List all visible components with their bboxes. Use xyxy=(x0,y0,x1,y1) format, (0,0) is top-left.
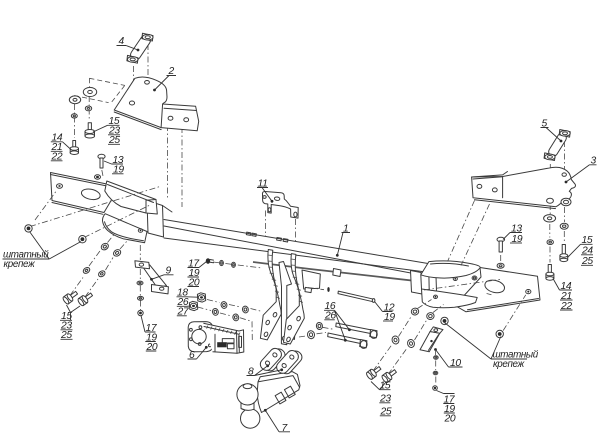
svg-text:26: 26 xyxy=(324,311,336,322)
svg-text:23: 23 xyxy=(108,126,120,137)
svg-text:штатный: штатный xyxy=(3,250,49,261)
svg-text:6: 6 xyxy=(189,350,195,361)
svg-text:27: 27 xyxy=(177,307,190,318)
svg-text:19: 19 xyxy=(512,234,523,245)
svg-text:13: 13 xyxy=(113,155,124,166)
svg-text:26: 26 xyxy=(177,297,189,308)
svg-text:24: 24 xyxy=(581,246,593,257)
svg-text:12: 12 xyxy=(384,302,395,313)
svg-text:крепеж: крепеж xyxy=(4,259,37,270)
svg-text:крепеж: крепеж xyxy=(493,359,526,370)
svg-text:4: 4 xyxy=(119,36,125,47)
svg-text:25: 25 xyxy=(108,135,120,146)
svg-text:21: 21 xyxy=(51,142,63,153)
svg-text:21: 21 xyxy=(560,291,572,302)
svg-text:7: 7 xyxy=(282,423,289,434)
svg-text:8: 8 xyxy=(248,366,254,377)
svg-text:14: 14 xyxy=(52,133,63,144)
svg-text:11: 11 xyxy=(258,178,268,189)
svg-text:19: 19 xyxy=(113,165,124,176)
svg-text:штатный: штатный xyxy=(493,350,539,361)
svg-text:19: 19 xyxy=(384,312,395,323)
svg-text:2: 2 xyxy=(168,66,175,77)
svg-text:1: 1 xyxy=(343,223,348,234)
svg-text:22: 22 xyxy=(560,301,572,312)
svg-text:25: 25 xyxy=(60,330,72,341)
svg-text:13: 13 xyxy=(511,223,522,234)
svg-text:25: 25 xyxy=(380,407,392,418)
svg-text:19: 19 xyxy=(444,404,455,415)
svg-text:20: 20 xyxy=(444,413,456,424)
svg-text:19: 19 xyxy=(146,332,157,343)
svg-text:17: 17 xyxy=(444,394,456,405)
svg-text:15: 15 xyxy=(109,116,120,127)
svg-text:22: 22 xyxy=(51,152,63,163)
svg-text:5: 5 xyxy=(542,119,548,130)
svg-text:17: 17 xyxy=(188,258,200,269)
svg-text:16: 16 xyxy=(325,301,336,312)
svg-text:19: 19 xyxy=(189,268,200,279)
svg-text:10: 10 xyxy=(450,358,461,369)
svg-text:23: 23 xyxy=(379,394,391,405)
svg-text:15: 15 xyxy=(61,311,72,322)
svg-text:20: 20 xyxy=(188,277,200,288)
svg-text:25: 25 xyxy=(581,256,593,267)
svg-text:3: 3 xyxy=(591,156,597,167)
svg-text:15: 15 xyxy=(582,235,593,246)
svg-text:20: 20 xyxy=(146,342,158,353)
svg-text:15: 15 xyxy=(380,381,391,392)
svg-text:18: 18 xyxy=(177,288,188,299)
svg-text:14: 14 xyxy=(561,281,572,292)
svg-text:17: 17 xyxy=(146,323,158,334)
svg-text:9: 9 xyxy=(166,266,172,277)
svg-text:23: 23 xyxy=(60,321,72,332)
